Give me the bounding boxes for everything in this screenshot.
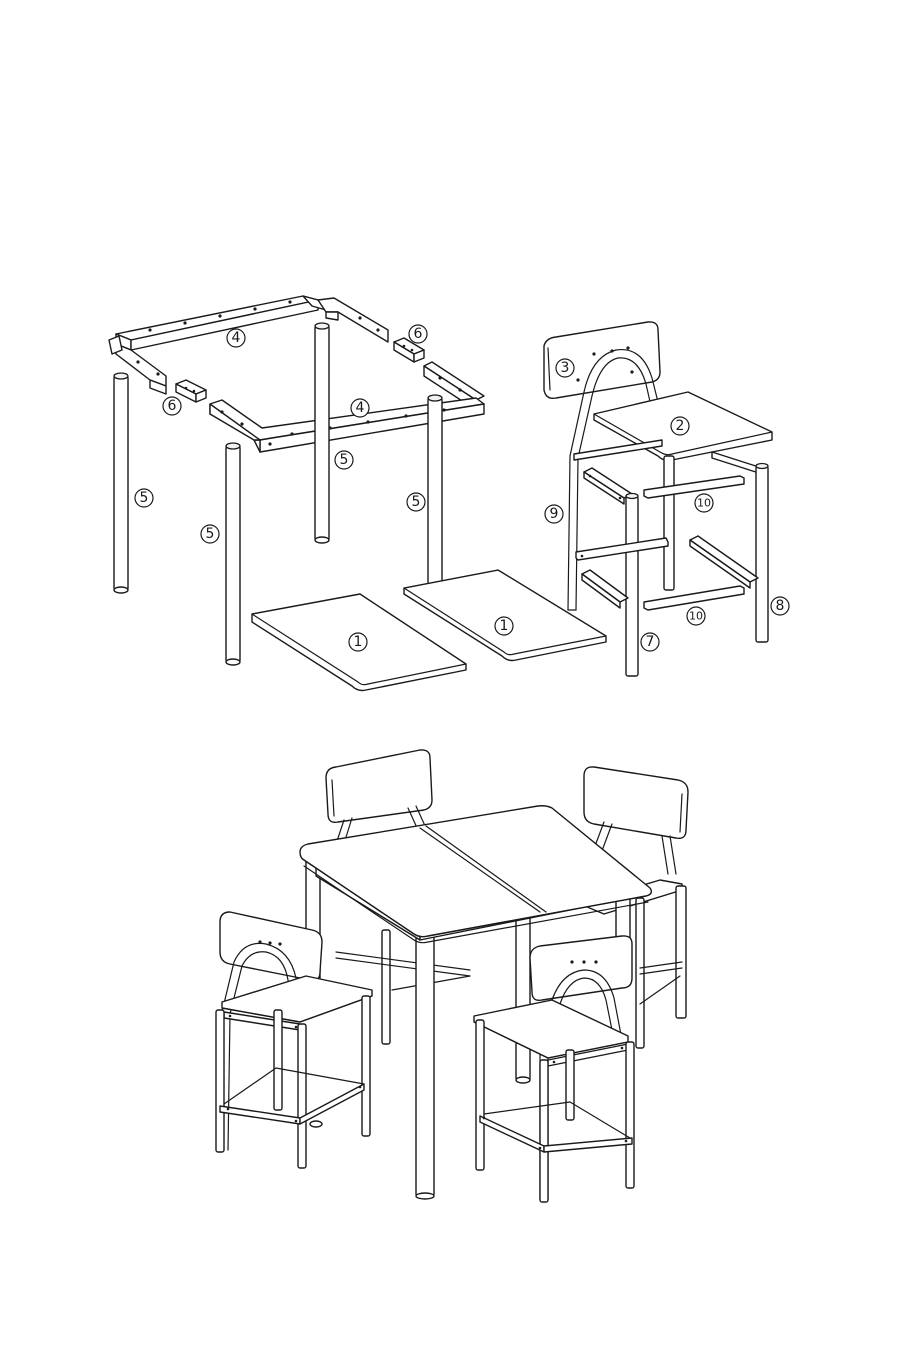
apron-front bbox=[210, 398, 484, 452]
label-5-right: 5 bbox=[407, 493, 425, 511]
svg-text:8: 8 bbox=[776, 598, 785, 614]
svg-text:3: 3 bbox=[561, 360, 570, 376]
chair-rear-leg bbox=[756, 464, 768, 643]
svg-text:1: 1 bbox=[354, 634, 363, 650]
chair-front-leg bbox=[626, 494, 638, 677]
chair-footrest-upper bbox=[644, 476, 744, 498]
svg-text:4: 4 bbox=[356, 400, 365, 416]
svg-text:10: 10 bbox=[697, 497, 711, 510]
leg-right bbox=[428, 395, 442, 584]
label-1-left: 1 bbox=[349, 633, 367, 651]
assembled-set bbox=[216, 750, 688, 1202]
table-leg-back-right bbox=[516, 900, 530, 1080]
label-5-front: 5 bbox=[201, 525, 219, 543]
label-9: 9 bbox=[545, 505, 563, 523]
label-6-right: 6 bbox=[409, 325, 427, 343]
svg-text:2: 2 bbox=[676, 418, 685, 434]
svg-text:1: 1 bbox=[500, 618, 509, 634]
label-3: 3 bbox=[556, 359, 574, 377]
leg-far-left bbox=[114, 373, 128, 593]
assembled-chair-front-right bbox=[474, 936, 634, 1202]
chair-footrest-lower bbox=[644, 586, 744, 610]
svg-text:6: 6 bbox=[414, 326, 423, 342]
label-2: 2 bbox=[671, 417, 689, 435]
svg-text:5: 5 bbox=[412, 494, 421, 510]
svg-text:5: 5 bbox=[206, 526, 215, 542]
chair-inner-leg bbox=[664, 456, 674, 590]
svg-text:4: 4 bbox=[232, 330, 241, 346]
bracket-left bbox=[176, 380, 206, 402]
label-5-center: 5 bbox=[335, 451, 353, 469]
svg-text:5: 5 bbox=[140, 490, 149, 506]
svg-text:9: 9 bbox=[550, 506, 559, 522]
table-leg-front bbox=[416, 932, 434, 1196]
exploded-table: 4 4 6 6 5 5 5 5 bbox=[109, 296, 606, 691]
assembled-chair-front-left bbox=[216, 912, 372, 1168]
label-10-upper: 10 bbox=[695, 494, 713, 512]
label-10-lower: 10 bbox=[687, 607, 705, 625]
svg-text:7: 7 bbox=[646, 634, 655, 650]
label-4-back: 4 bbox=[227, 329, 245, 347]
label-5-far-left: 5 bbox=[135, 489, 153, 507]
svg-text:10: 10 bbox=[689, 610, 703, 623]
label-8: 8 bbox=[771, 597, 789, 615]
leg-front bbox=[226, 443, 240, 665]
leg-center-back bbox=[315, 323, 329, 543]
assembled-chair-back-right bbox=[580, 767, 688, 1048]
label-4-front: 4 bbox=[351, 399, 369, 417]
label-1-right: 1 bbox=[495, 617, 513, 635]
svg-text:6: 6 bbox=[168, 398, 177, 414]
apron-back bbox=[109, 296, 388, 394]
svg-text:5: 5 bbox=[340, 452, 349, 468]
label-6-left: 6 bbox=[163, 397, 181, 415]
label-7: 7 bbox=[641, 633, 659, 651]
